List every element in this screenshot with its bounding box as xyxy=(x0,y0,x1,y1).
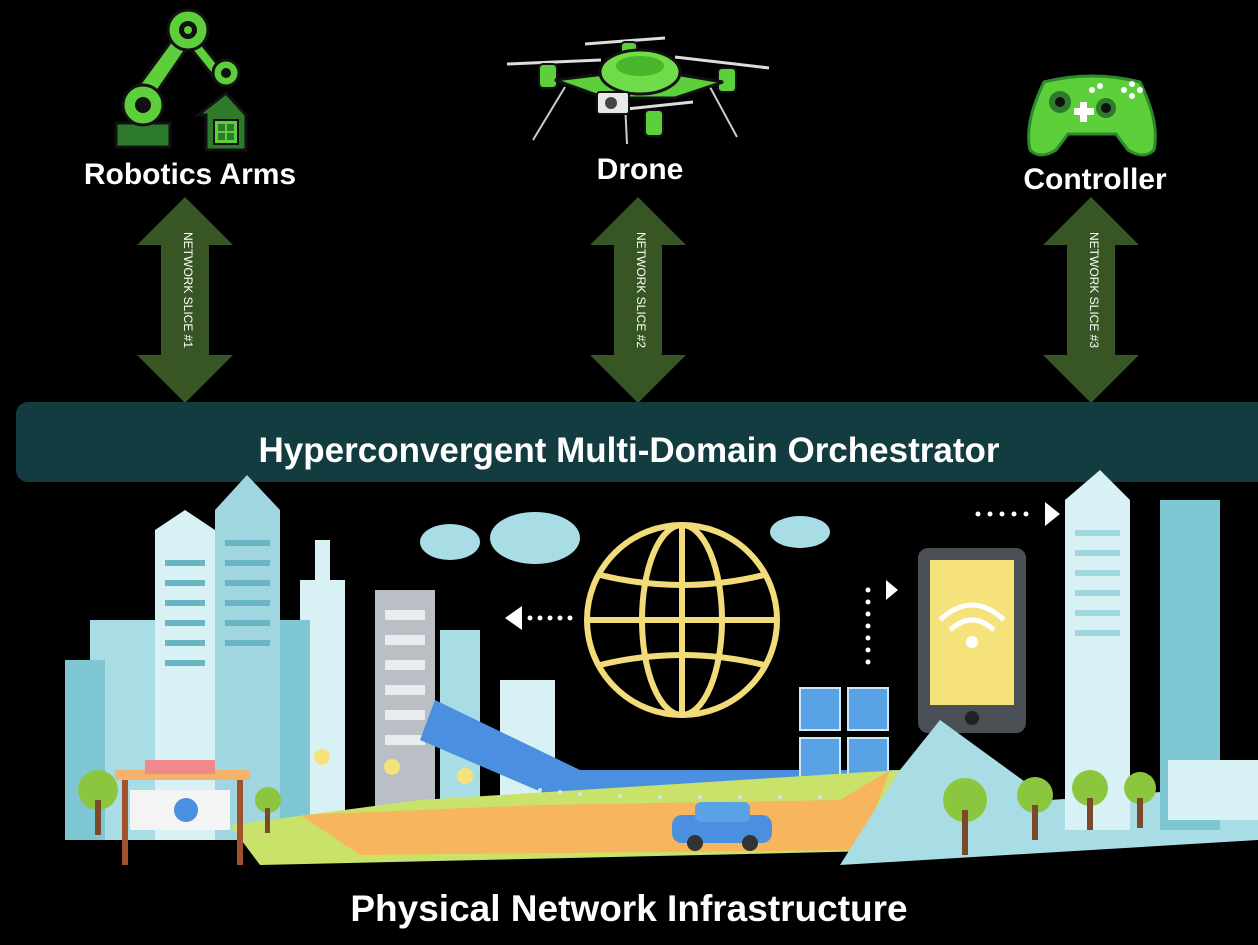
network-slice-label-2: NETWORK SLICE #2 xyxy=(634,232,648,349)
network-slice-label-1: NETWORK SLICE #1 xyxy=(181,232,195,349)
device-label-controller: Controller xyxy=(1023,163,1167,196)
device-label-drone: Drone xyxy=(596,153,684,186)
drone-icon xyxy=(505,32,770,147)
network-slice-arrow-1 xyxy=(137,197,233,403)
network-slice-arrow-3 xyxy=(1043,197,1139,403)
robot-arm-icon xyxy=(108,5,248,155)
orchestrator-label: Hyperconvergent Multi-Domain Orchestrato… xyxy=(258,431,1000,470)
network-slice-arrow-2 xyxy=(590,197,686,403)
smart-city-illustration xyxy=(60,470,1258,875)
device-label-robotics-arms: Robotics Arms xyxy=(83,158,297,191)
game-controller-icon xyxy=(1022,68,1162,160)
infrastructure-label: Physical Network Infrastructure xyxy=(350,888,908,929)
orchestrator-bar xyxy=(16,402,1258,482)
network-slice-label-3: NETWORK SLICE #3 xyxy=(1087,232,1101,349)
